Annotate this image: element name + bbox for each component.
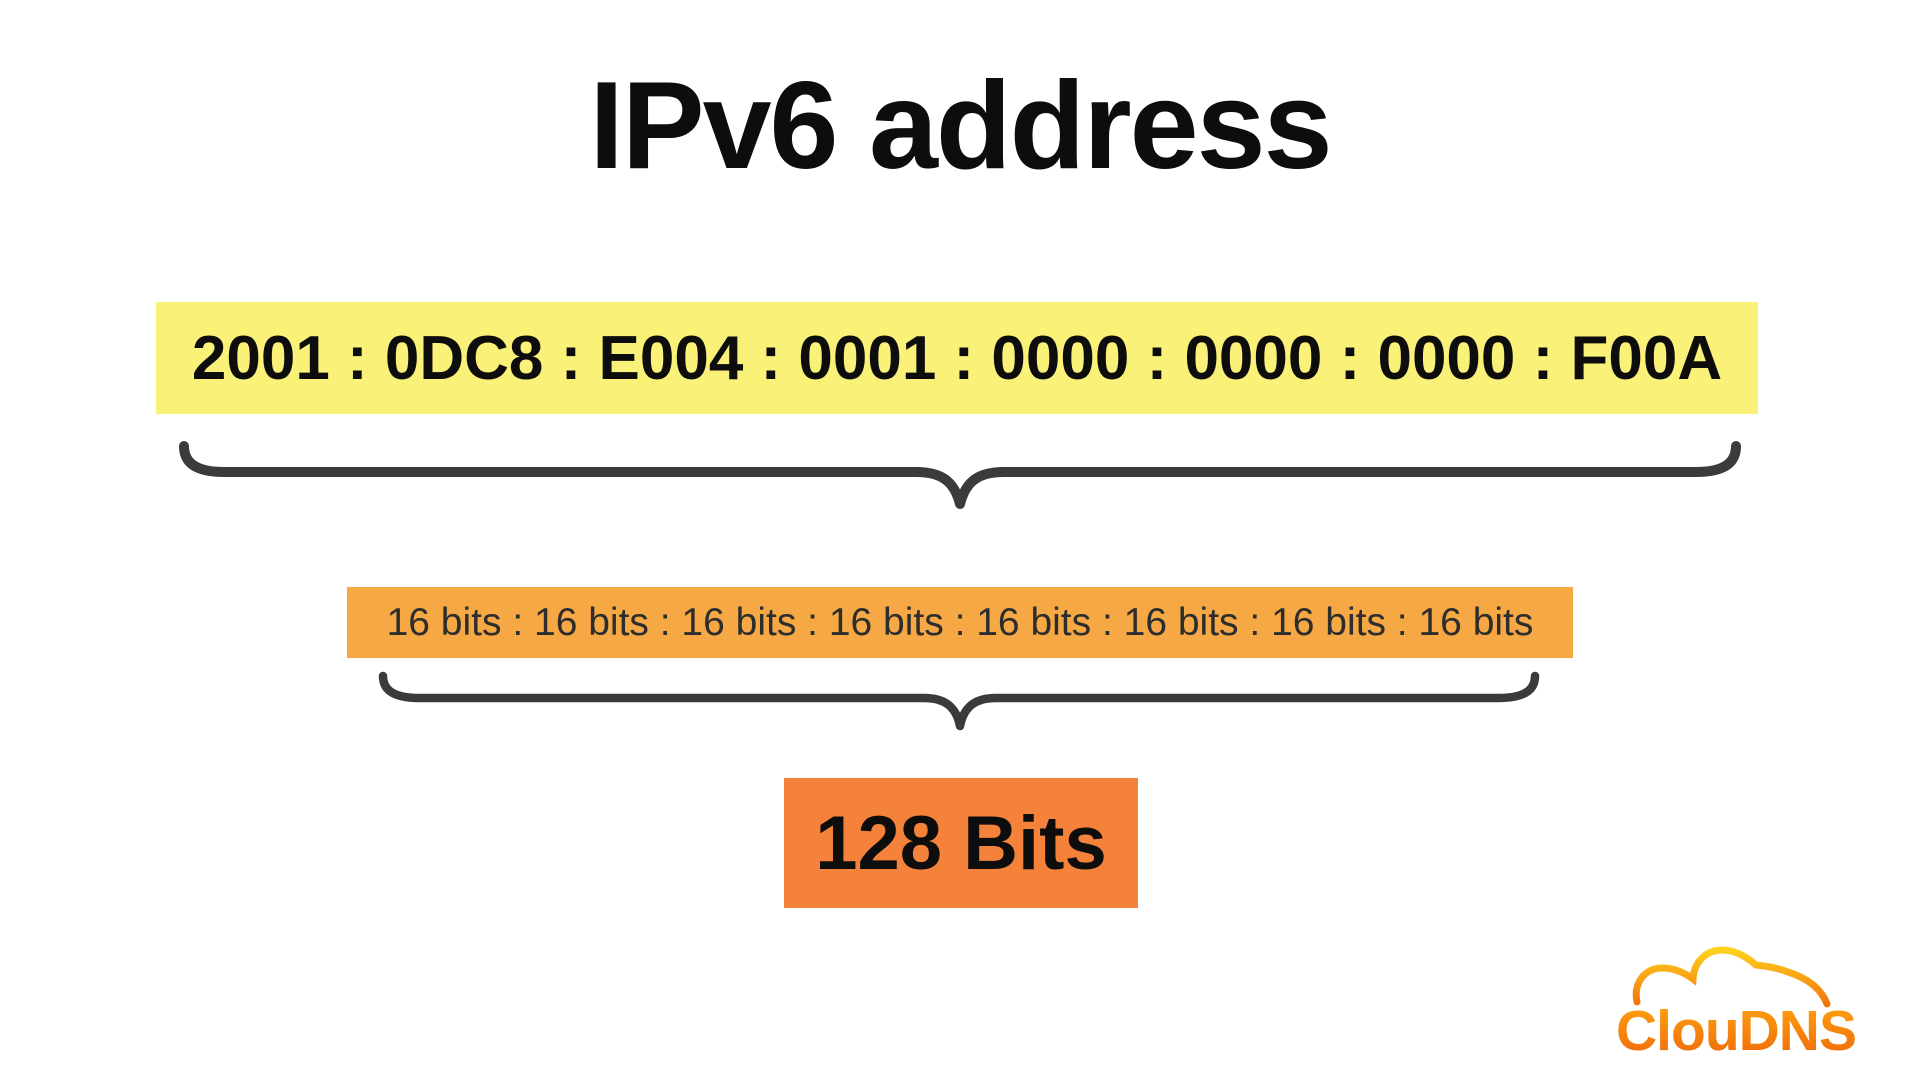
cloudns-logo-text: ClouDNS [1616,999,1856,1063]
brace-curve [179,441,1741,509]
cloudns-logo: ClouDNS [1616,946,1857,1063]
page-title: IPv6 address [589,57,1332,195]
brace-curve [378,671,1540,731]
ipv6-address-box: 2001 : 0DC8 : E004 : 0001 : 0000 : 0000 … [156,302,1758,414]
segment-bits-box: 16 bits : 16 bits : 16 bits : 16 bits : … [347,587,1573,658]
underbrace-total-icon [378,671,1540,731]
segment-bits-text: 16 bits : 16 bits : 16 bits : 16 bits : … [386,600,1534,644]
ipv6-address-text: 2001 : 0DC8 : E004 : 0001 : 0000 : 0000 … [191,323,1723,393]
total-bits-text: 128 Bits [815,800,1107,886]
cloud-icon [1632,946,1831,1008]
total-bits-box: 128 Bits [784,778,1138,908]
underbrace-128bit-icon [179,441,1741,509]
